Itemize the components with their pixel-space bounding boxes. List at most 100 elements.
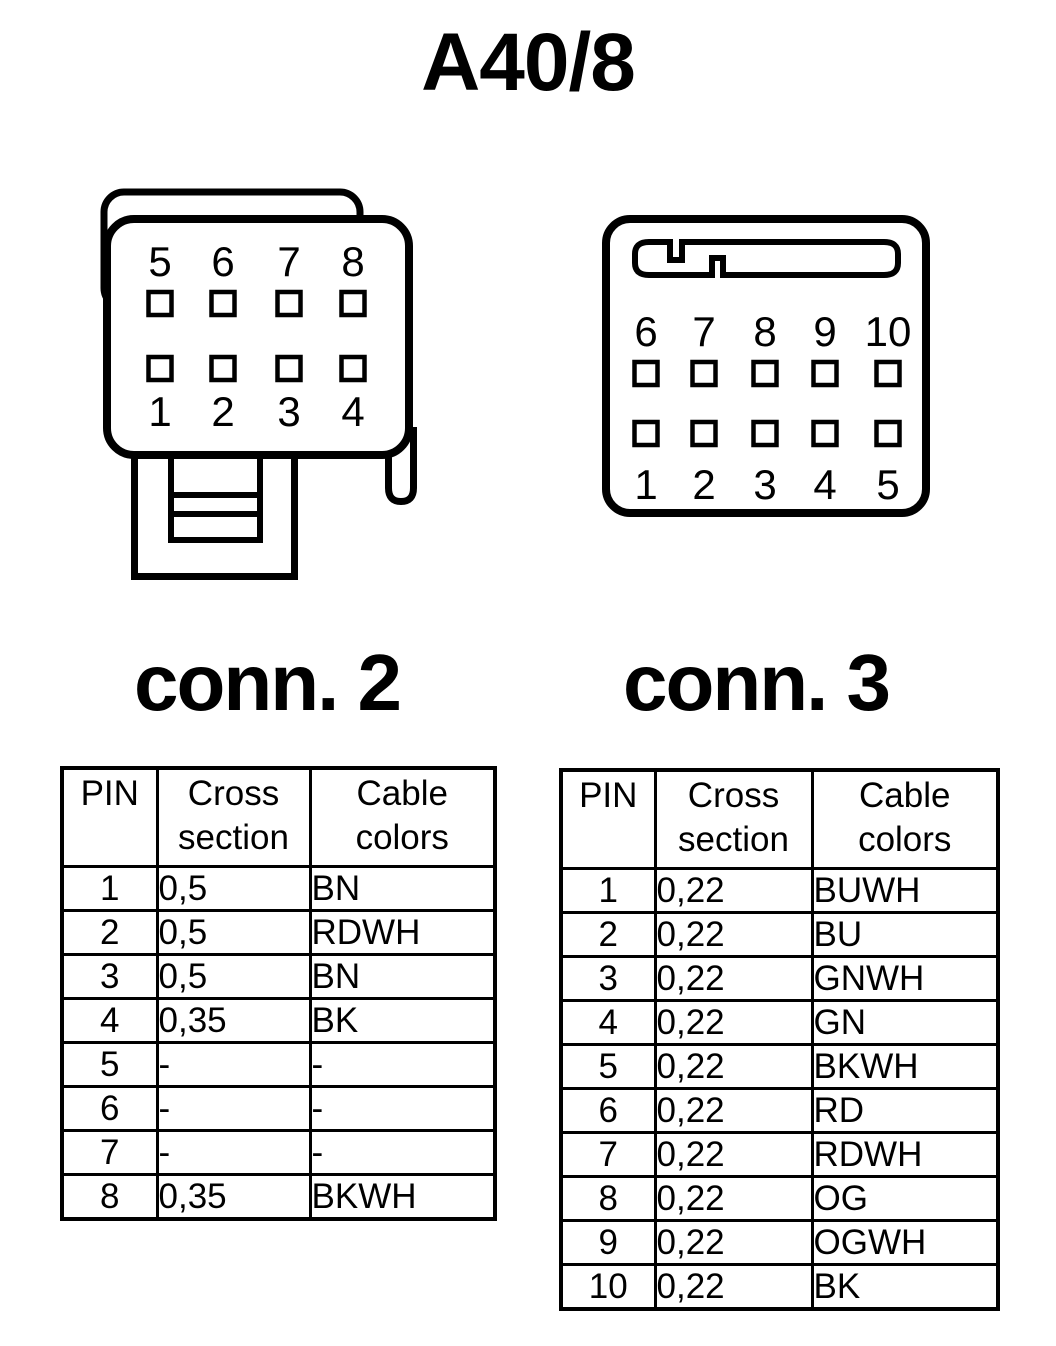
- col-header-pin: PIN: [559, 768, 657, 870]
- pin-number: 8: [341, 238, 364, 285]
- connector-2-label: conn. 2: [133, 638, 402, 727]
- cable-color-cell: BN: [308, 865, 497, 912]
- pin-cell: 1: [559, 867, 657, 914]
- pin-socket: [275, 354, 303, 383]
- pin-socket: [146, 354, 174, 383]
- cable-color-cell: BKWH: [810, 1043, 1000, 1090]
- pin-number: 2: [692, 461, 715, 508]
- cable-color-cell: GNWH: [810, 955, 1000, 1002]
- pin-number: 5: [148, 238, 171, 285]
- pin-socket: [209, 289, 237, 318]
- pin-cell: 6: [60, 1085, 159, 1132]
- cable-color-cell: BKWH: [308, 1173, 497, 1221]
- pin-number: 10: [865, 308, 912, 355]
- pin-number: 1: [634, 461, 657, 508]
- cross-section-cell: 0,22: [653, 1043, 814, 1090]
- pin-socket: [275, 289, 303, 318]
- pin-socket: [632, 419, 660, 448]
- table-row: 6--: [60, 1085, 497, 1132]
- cable-color-cell: BU: [810, 911, 1000, 958]
- cross-section-cell: 0,22: [653, 1175, 814, 1222]
- connector-3-label: conn. 3: [622, 638, 891, 727]
- pin-cell: 7: [60, 1129, 159, 1176]
- cable-color-cell: BK: [810, 1263, 1000, 1311]
- table-row: 5--: [60, 1041, 497, 1088]
- pin-cell: 7: [559, 1131, 657, 1178]
- pin-number: 3: [277, 388, 300, 435]
- table-header-row: PIN Cross section Cable colors: [559, 768, 1000, 870]
- cross-section-cell: -: [155, 1085, 312, 1132]
- cross-section-cell: -: [155, 1041, 312, 1088]
- col-header-pin: PIN: [60, 766, 159, 868]
- cross-section-cell: 0,22: [653, 1087, 814, 1134]
- pin-number: 7: [277, 238, 300, 285]
- cross-section-cell: 0,35: [155, 997, 312, 1044]
- cable-color-cell: RD: [810, 1087, 1000, 1134]
- pin-number: 7: [692, 308, 715, 355]
- pin-socket: [632, 359, 660, 388]
- pin-socket: [690, 359, 718, 388]
- cable-color-cell: GN: [810, 999, 1000, 1046]
- cross-section-cell: 0,5: [155, 953, 312, 1000]
- pin-cell: 2: [60, 909, 159, 956]
- pin-number: 2: [211, 388, 234, 435]
- cable-color-cell: RDWH: [810, 1131, 1000, 1178]
- cross-section-cell: 0,22: [653, 911, 814, 958]
- cable-color-cell: BUWH: [810, 867, 1000, 914]
- pin-socket: [751, 359, 779, 388]
- pin-number: 8: [753, 308, 776, 355]
- pin-cell: 5: [559, 1043, 657, 1090]
- pin-number: 3: [753, 461, 776, 508]
- cross-section-cell: 0,22: [653, 867, 814, 914]
- page-title: A40/8: [421, 17, 636, 108]
- pin-socket: [811, 359, 839, 388]
- cross-section-cell: 0,22: [653, 1131, 814, 1178]
- pin-socket: [874, 419, 902, 448]
- pin-cell: 10: [559, 1263, 657, 1311]
- cross-section-cell: 0,22: [653, 1219, 814, 1266]
- pin-cell: 5: [60, 1041, 159, 1088]
- pin-socket: [209, 354, 237, 383]
- connector-2-diagram: 5 6 7 8 1 2 3 4: [100, 188, 417, 580]
- cable-color-cell: RDWH: [308, 909, 497, 956]
- pin-cell: 4: [559, 999, 657, 1046]
- col-header-cable-colors: Cable colors: [810, 768, 1000, 870]
- cable-color-cell: OG: [810, 1175, 1000, 1222]
- pin-socket: [874, 359, 902, 388]
- pin-cell: 9: [559, 1219, 657, 1266]
- pin-socket: [339, 354, 367, 383]
- pin-cell: 8: [559, 1175, 657, 1222]
- connector-2-body: [103, 215, 413, 459]
- pin-cell: 1: [60, 865, 159, 912]
- table-header-row: PIN Cross section Cable colors: [60, 766, 497, 868]
- cross-section-cell: -: [155, 1129, 312, 1176]
- pin-number: 6: [634, 308, 657, 355]
- connector-3-key-slot: [632, 239, 901, 278]
- col-header-cable-colors: Cable colors: [308, 766, 497, 868]
- cable-color-cell: -: [308, 1085, 497, 1132]
- cable-color-cell: BN: [308, 953, 497, 1000]
- cross-section-cell: 0,35: [155, 1173, 312, 1221]
- pin-socket: [690, 419, 718, 448]
- cable-color-cell: -: [308, 1041, 497, 1088]
- pin-cell: 8: [60, 1173, 159, 1221]
- pin-number: 5: [876, 461, 899, 508]
- pin-socket: [751, 419, 779, 448]
- pin-number: 1: [148, 388, 171, 435]
- col-header-cross-section: Cross section: [653, 768, 814, 870]
- pin-socket: [146, 289, 174, 318]
- pin-number: 4: [813, 461, 836, 508]
- pin-cell: 4: [60, 997, 159, 1044]
- pin-cell: 2: [559, 911, 657, 958]
